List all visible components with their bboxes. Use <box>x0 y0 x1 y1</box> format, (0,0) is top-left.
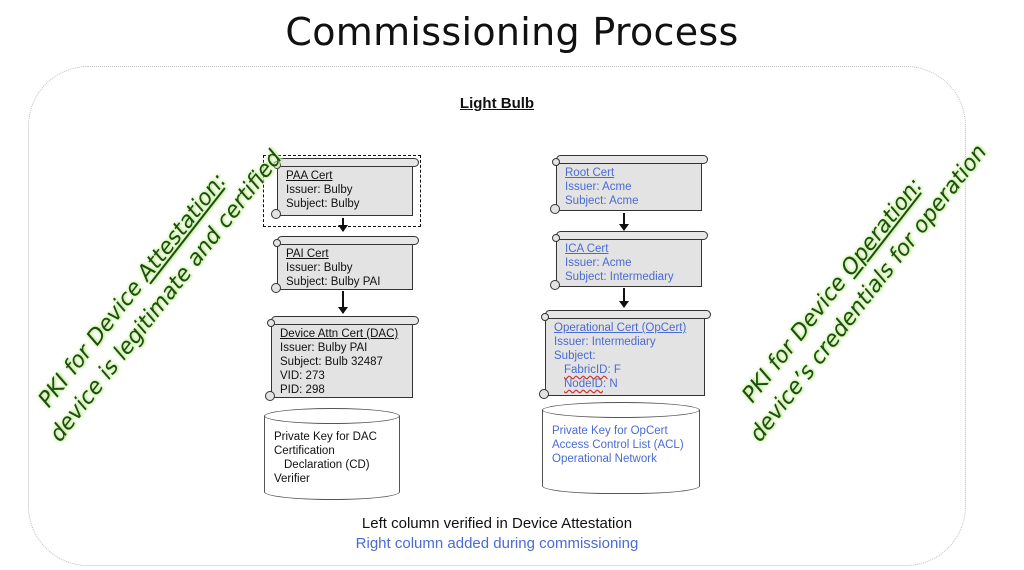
opcert-node-key: NodeID <box>564 378 603 390</box>
opcert-node-val: : N <box>603 378 618 390</box>
pai-cert-subject: Subject: Bulby PAI <box>286 276 381 288</box>
opcert-subject: Subject: <box>554 350 596 362</box>
dac-cert-vid: VID: 273 <box>280 370 325 382</box>
paa-cert-name: PAA Cert <box>286 170 333 182</box>
ica-cert-issuer: Issuer: Acme <box>565 257 632 269</box>
opcert-fabric-val: : F <box>607 364 621 376</box>
paa-cert-subject: Subject: Bulby <box>286 198 360 210</box>
root-cert-scroll: Root Cert Issuer: Acme Subject: Acme <box>550 155 708 214</box>
opcert-node-id: NodeID: N <box>554 377 704 391</box>
arrow-root-to-ica <box>619 213 629 231</box>
paa-cert-issuer: Issuer: Bulby <box>286 184 353 196</box>
left-storage-line4: Verifier <box>274 473 310 485</box>
left-storage-line2: Certification <box>274 445 335 457</box>
dac-cert-scroll: Device Attn Cert (DAC) Issuer: Bulby PAI… <box>265 316 419 401</box>
opcert-name: Operational Cert (OpCert) <box>554 322 687 334</box>
ica-cert-scroll: ICA Cert Issuer: Acme Subject: Intermedi… <box>550 231 708 290</box>
pai-cert-name: PAI Cert <box>286 248 329 260</box>
dac-cert-subject: Subject: Bulb 32487 <box>280 356 383 368</box>
opcert-fabric-key: FabricID <box>564 364 608 376</box>
right-storage-cylinder: Private Key for OpCert Access Control Li… <box>542 402 700 494</box>
left-storage-line3: Declaration (CD) <box>284 459 370 471</box>
left-storage-cylinder: Private Key for DAC Certification Declar… <box>264 408 400 500</box>
root-cert-name: Root Cert <box>565 167 615 179</box>
right-storage-line2: Access Control List (ACL) <box>552 439 684 451</box>
opcert-scroll: Operational Cert (OpCert) Issuer: Interm… <box>539 310 711 399</box>
ica-cert-subject: Subject: Intermediary <box>565 271 674 283</box>
process-frame <box>28 66 966 566</box>
dac-cert-pid: PID: 298 <box>280 384 325 396</box>
dac-cert-name: Device Attn Cert (DAC) <box>280 328 399 340</box>
device-label: Light Bulb <box>459 95 535 112</box>
arrow-ica-to-opcert <box>619 288 629 308</box>
paa-cert-scroll: PAA Cert Issuer: Bulby Subject: Bulby <box>271 158 419 219</box>
dac-cert-issuer: Issuer: Bulby PAI <box>280 342 368 354</box>
right-storage-line3: Operational Network <box>552 453 657 465</box>
caption-left-column: Left column verified in Device Attestati… <box>361 515 633 532</box>
root-cert-subject: Subject: Acme <box>565 195 639 207</box>
caption-right-column: Right column added during commissioning <box>355 535 639 552</box>
right-storage-line1: Private Key for OpCert <box>552 425 668 437</box>
page-title: Commissioning Process <box>285 10 739 54</box>
pai-cert-issuer: Issuer: Bulby <box>286 262 353 274</box>
arrow-pai-to-dac <box>338 291 348 314</box>
pai-cert-scroll: PAI Cert Issuer: Bulby Subject: Bulby PA… <box>271 236 419 293</box>
ica-cert-name: ICA Cert <box>565 243 609 255</box>
left-storage-line1: Private Key for DAC <box>274 431 377 443</box>
root-cert-issuer: Issuer: Acme <box>565 181 632 193</box>
arrow-paa-to-pai <box>338 218 348 232</box>
opcert-fabric-id: FabricID: F <box>554 363 704 377</box>
opcert-issuer: Issuer: Intermediary <box>554 336 656 348</box>
